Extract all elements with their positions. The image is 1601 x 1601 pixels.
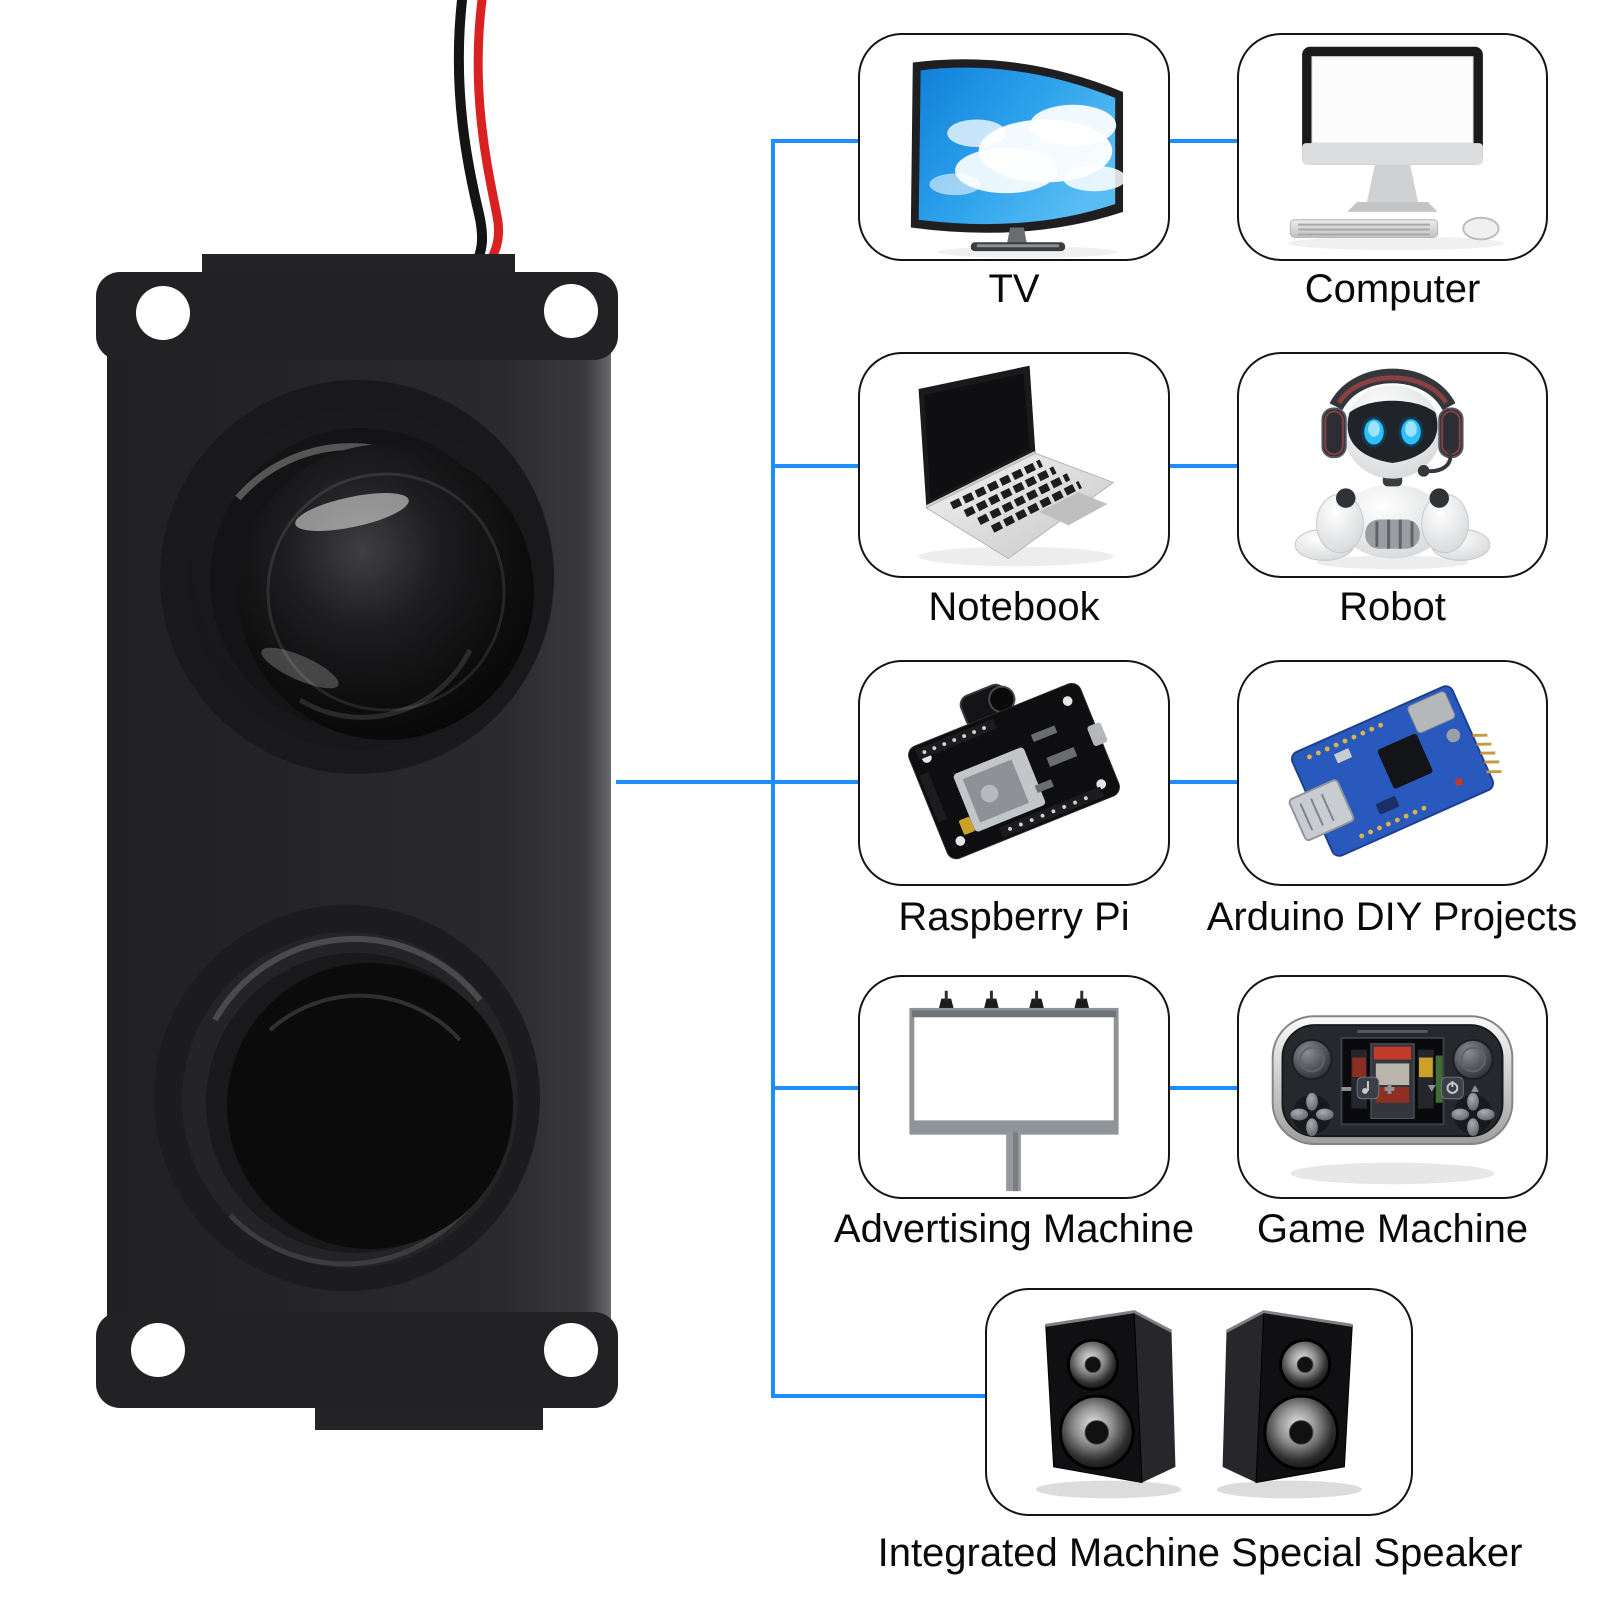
left-tower-speaker [1045, 1310, 1176, 1484]
tv-icon [910, 59, 1126, 259]
mount-hole [544, 1323, 598, 1377]
wire-positive [473, 0, 504, 269]
tweeter-driver [160, 380, 554, 774]
node-label-advertising: Advertising Machine [833, 1207, 1195, 1251]
node-label-tv: TV [988, 267, 1040, 311]
node-label-game: Game Machine [1256, 1207, 1529, 1251]
node-label-notebook: Notebook [928, 585, 1100, 629]
speaker-product-photo [96, 0, 618, 1430]
node-box-robot [1237, 352, 1548, 578]
node-label-arduino: Arduino DIY Projects [1206, 895, 1578, 939]
mount-hole [544, 284, 598, 338]
node-box-computer [1237, 33, 1548, 261]
node-box-raspberry-pi [858, 660, 1170, 886]
connector-advertising-game [1170, 1086, 1237, 1090]
connector-pi-arduino [1170, 780, 1237, 784]
node-label-robot: Robot [1339, 585, 1446, 629]
node-box-arduino [1237, 660, 1548, 886]
stereo-speakers-icon [1035, 1310, 1363, 1499]
dpad-right [1451, 1092, 1495, 1137]
node-label-raspberry-pi: Raspberry Pi [898, 895, 1130, 939]
dpad-left [1290, 1092, 1334, 1137]
mount-hole [131, 1323, 185, 1377]
connector-branch-notebook [771, 464, 858, 468]
node-box-notebook [858, 352, 1170, 578]
node-box-game [1237, 975, 1548, 1199]
connector-trunk-line [771, 139, 775, 1398]
woofer-driver [154, 905, 540, 1291]
notebook-icon [918, 365, 1115, 567]
arduino-board-icon [1288, 685, 1502, 857]
connector-branch-advertising [771, 1086, 858, 1090]
connector-tv-computer [1170, 139, 1237, 143]
node-box-tv [858, 33, 1170, 261]
mount-hole [136, 286, 190, 340]
robot-icon [1294, 368, 1491, 570]
connector-branch-tv [771, 139, 858, 143]
computer-icon [1288, 46, 1505, 251]
connector-speaker-main [616, 780, 858, 784]
connector-notebook-robot [1170, 464, 1237, 468]
node-label-computer: Computer [1304, 267, 1481, 311]
connector-branch-integrated [771, 1394, 987, 1398]
game-console-icon [1271, 1015, 1514, 1185]
billboard-lamps [938, 990, 1090, 1011]
node-label-integrated-speaker: Integrated Machine Special Speaker [877, 1531, 1523, 1575]
node-box-integrated-speaker [985, 1288, 1413, 1516]
node-box-advertising [858, 975, 1170, 1199]
game-screen-art [1351, 1043, 1443, 1119]
wire-negative [453, 0, 488, 267]
right-tower-speaker [1222, 1310, 1353, 1484]
billboard-icon [909, 990, 1119, 1192]
raspberry-pi-board-icon [908, 682, 1120, 860]
